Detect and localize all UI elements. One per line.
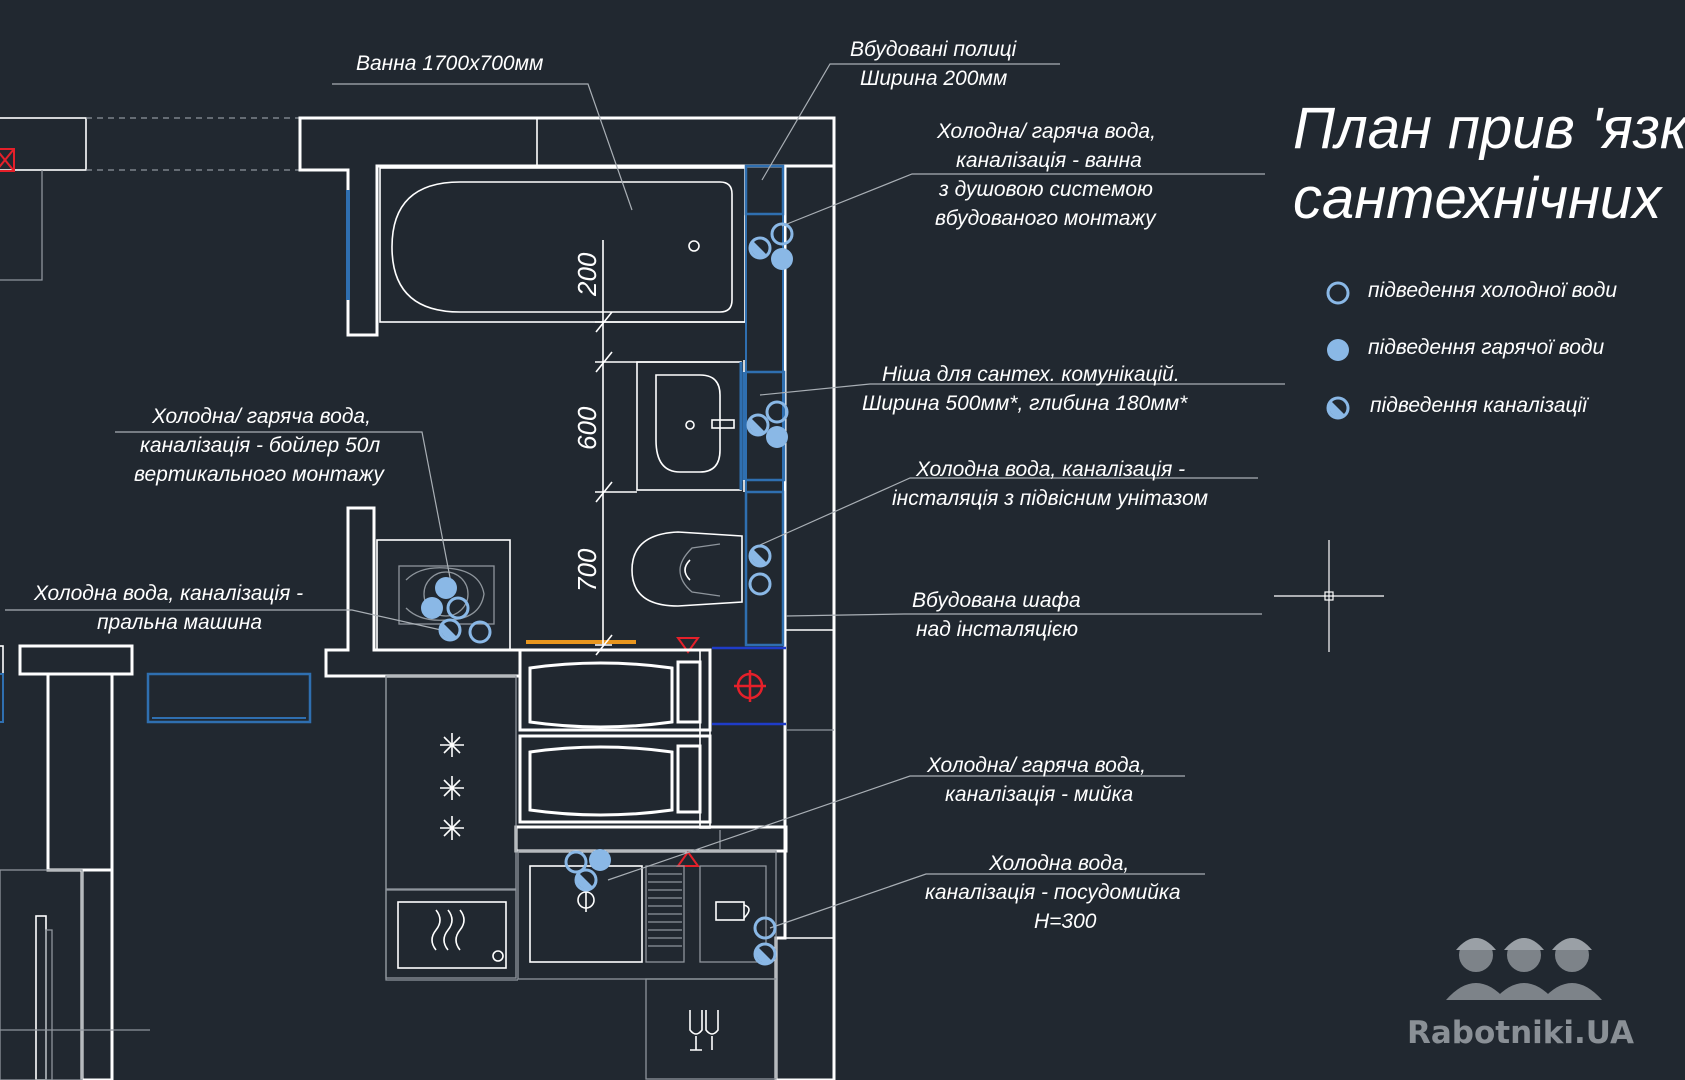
- workers-logo-icon: [1446, 938, 1602, 1000]
- sink-hot-marker: [589, 849, 611, 871]
- cooktop: [385, 675, 517, 979]
- leader-lines: [5, 63, 1285, 929]
- sink-cold-marker: [564, 850, 588, 874]
- toilet-cold-marker: [748, 572, 772, 596]
- label-washer-1: Холодна вода, каналізація -: [33, 582, 303, 605]
- label-toilet-1: Холодна вода, каналізація -: [915, 458, 1185, 481]
- boiler-hot2-marker: [421, 597, 443, 619]
- watermark: Rabotniki.UA: [1407, 938, 1634, 1051]
- label-dishwasher-3: Н=300: [1034, 910, 1097, 933]
- label-toilet-2: інсталяція з підвісним унітазом: [892, 487, 1208, 510]
- legend-cold-icon: [1326, 281, 1350, 305]
- title-line-1: План прив 'язки: [1293, 96, 1685, 161]
- bath-cold-marker: [770, 222, 794, 246]
- door-lower-left: [0, 869, 150, 1080]
- label-cabinet-2: над інсталяцією: [916, 618, 1078, 641]
- title-line-2: сантехнічних: [1293, 166, 1663, 231]
- dim-600: 600: [572, 406, 602, 450]
- legend-hot-icon: [1327, 339, 1349, 361]
- lower-cabinet: [645, 978, 777, 1080]
- washer-cold-marker: [468, 620, 492, 644]
- washbasin: [636, 361, 743, 491]
- dim-700: 700: [572, 548, 602, 592]
- toilet: [631, 531, 743, 607]
- label-niche-1: Ніша для сантех. комунікацій.: [882, 363, 1180, 386]
- boiler-hot-marker: [435, 577, 457, 599]
- dishwasher-cold-marker: [753, 916, 777, 940]
- bath-hot-marker: [771, 248, 793, 270]
- label-boiler-1: Холодна/ гаряча вода,: [151, 405, 371, 428]
- label-dishwasher-2: каналізація - посудомийка: [925, 881, 1181, 904]
- label-sink-1: Холодна/ гаряча вода,: [926, 754, 1146, 777]
- dimension-chain: 200 600 700: [572, 240, 720, 656]
- connection-markers: [421, 222, 794, 966]
- boiler-cold-marker: [446, 596, 470, 620]
- label-sink-2: каналізація - мийка: [945, 783, 1133, 806]
- legend-cold-label: підведення холодної води: [1368, 279, 1617, 302]
- legend: підведення холодної води підведення гаря…: [1326, 279, 1617, 420]
- legend-hot-label: підведення гарячої води: [1368, 336, 1605, 359]
- legend-drain-label: підведення каналізації: [1370, 394, 1589, 417]
- dim-200: 200: [572, 252, 602, 297]
- washing-machine: [0, 672, 312, 724]
- label-bath: Ванна 1700х700мм: [356, 52, 543, 75]
- watermark-text: Rabotniki.UA: [1407, 1015, 1634, 1051]
- label-bath-supply-2: каналізація - ванна: [956, 149, 1142, 172]
- doorway-markers: [526, 637, 786, 867]
- boiler: [376, 539, 511, 651]
- kitchen-sink: [517, 850, 777, 980]
- label-boiler-3: вертикального монтажу: [134, 463, 385, 486]
- label-dishwasher-1: Холодна вода,: [988, 852, 1129, 875]
- label-niche-2: Ширина 500мм*, глибина 180мм*: [862, 392, 1188, 415]
- annotations: Ванна 1700х700мм Вбудовані полиці Ширина…: [33, 38, 1208, 933]
- label-shelves-1: Вбудовані полиці: [850, 38, 1018, 61]
- niche-hot-marker: [766, 426, 788, 448]
- label-washer-2: пральна машина: [97, 611, 262, 634]
- niche-cold-marker: [765, 400, 789, 424]
- label-shelves-2: Ширина 200мм: [860, 67, 1007, 90]
- label-bath-supply-1: Холодна/ гаряча вода,: [936, 120, 1156, 143]
- interior-lines: [385, 676, 834, 981]
- label-bath-supply-3: з душовою системою: [938, 178, 1153, 201]
- kitchen-tall-units: [518, 648, 712, 829]
- label-bath-supply-4: вбудованого монтажу: [935, 207, 1157, 230]
- bathtub: [379, 167, 746, 323]
- label-boiler-2: каналізація - бойлер 50л: [140, 434, 380, 457]
- cad-crosshair-icon: [1274, 540, 1384, 652]
- title: План прив 'язки сантехнічних: [1293, 96, 1685, 231]
- label-cabinet-1: Вбудована шафа: [912, 589, 1081, 612]
